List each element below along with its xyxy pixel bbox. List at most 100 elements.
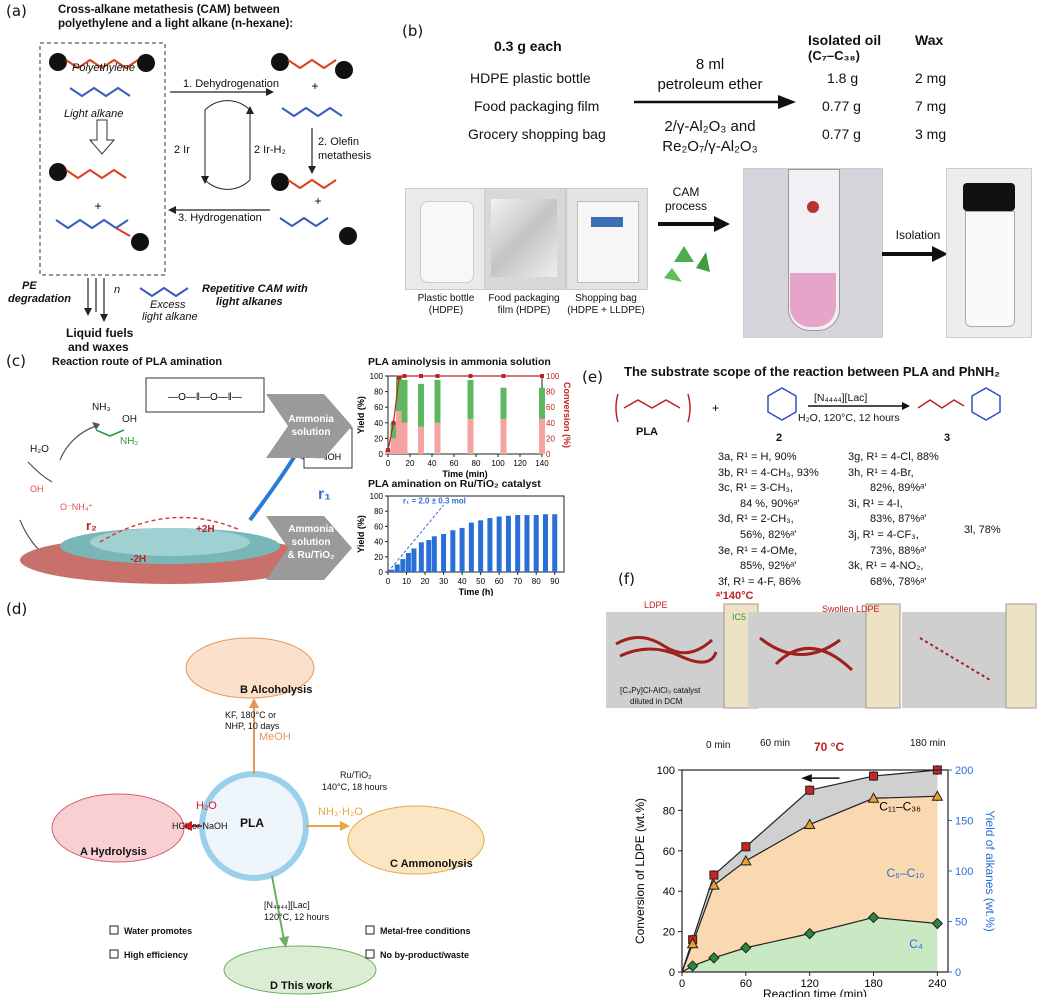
list-item: 84 %, 90%ᵃ'	[740, 497, 800, 510]
wax-3: 3 mg	[915, 126, 947, 142]
bar	[505, 515, 511, 572]
y-tick-label: 40	[663, 886, 675, 898]
vial-photo	[743, 168, 883, 338]
bar	[389, 569, 395, 572]
isolation-label: Isolation	[895, 228, 941, 242]
y-tick-label: 60	[663, 846, 675, 858]
svg-text:NH₂: NH₂	[120, 436, 138, 447]
list-item: 56%, 82%ᵃ'	[740, 528, 797, 541]
bar-segment	[401, 379, 408, 423]
y-axis-label: Yield (%)	[356, 396, 366, 434]
bar-segment	[396, 411, 402, 454]
photo-label-6: (HDPE + LLDPE)	[567, 305, 645, 316]
repetitive-label-2: light alkanes	[216, 296, 283, 308]
y-tick-label: 0	[669, 967, 675, 979]
n-label: n	[114, 284, 121, 296]
conversion-line	[387, 375, 542, 451]
panel-f-label: (f)	[618, 570, 635, 588]
scope-cond-2: H₂O, 120°C, 12 hours	[798, 412, 900, 424]
conversion-point	[540, 374, 544, 378]
ammonia-ru-label: Ammonia	[288, 524, 334, 535]
pla-center-label: PLA	[240, 816, 264, 830]
cam-label-2: process	[664, 199, 708, 213]
list-item: 73%, 88%ᵃ'	[870, 544, 927, 557]
conversion-point	[397, 375, 401, 380]
bar-segment	[418, 426, 424, 454]
ammonolysis-label: C Ammonolysis	[390, 858, 473, 870]
scope-left-list: 3a, R¹ = H, 90% 3b, R¹ = 4-CH₃, 93% 3c, …	[718, 450, 819, 590]
bar-segment	[467, 379, 474, 419]
cam-label: CAM	[672, 185, 700, 199]
temp-label: 70 °C	[814, 740, 845, 754]
y-tick-label: 20	[374, 434, 383, 443]
footnote-label: ᵃ'140°C	[716, 590, 754, 602]
liquid-label: Liquid fuels	[66, 326, 134, 340]
list-item: 3a, R¹ = H, 90%	[718, 451, 797, 463]
feature-efficiency: High efficiency	[124, 950, 189, 960]
step3-label: 3. Hydrogenation	[178, 212, 262, 224]
y-tick-label: 40	[374, 419, 383, 428]
x-tick-label: 120	[513, 459, 527, 468]
conversion-point	[386, 448, 390, 453]
bar-segment	[434, 422, 441, 454]
cond-b-2: NHP, 10 days	[225, 721, 280, 731]
x-tick-label: 0	[386, 577, 391, 586]
bar	[468, 522, 474, 572]
cond-c-1: Ru/TiO₂	[340, 770, 372, 780]
bar	[478, 520, 484, 572]
list-item: 3j, R¹ = 4-CF₃,	[848, 528, 919, 541]
y-tick-label: 20	[374, 553, 383, 562]
ammonia-solution-label: Ammonia	[288, 414, 334, 425]
panel-c-label: (c)	[6, 352, 26, 370]
bar-segment	[418, 383, 424, 427]
bar	[542, 514, 548, 572]
item-bag: Grocery shopping bag	[468, 126, 606, 142]
col-oil: Isolated oil	[808, 32, 882, 48]
bar-segment	[390, 438, 397, 454]
y-tick-label: 80	[374, 388, 383, 397]
y2-tick-label: 60	[546, 403, 555, 412]
bar-segment	[401, 422, 408, 454]
arrow-bottom-2: Re₂O₇/γ-Al₂O₃	[662, 138, 758, 155]
route-title: Reaction route of PLA amination	[52, 356, 223, 368]
y-tick-label: 0	[379, 568, 384, 577]
bar-segment	[434, 379, 441, 423]
conversion-point	[501, 374, 506, 378]
feature-water: Water promotes	[124, 926, 193, 936]
x-tick-label: 90	[550, 577, 559, 586]
meoh-label: MeOH	[259, 731, 291, 743]
bar-segment	[467, 418, 474, 454]
list-item: 68%, 78%ᵃ'	[870, 575, 927, 588]
x-tick-label: 30	[439, 577, 448, 586]
plot-frame	[387, 375, 543, 455]
panel-a-title-line2: polyethylene and a light alkane (n-hexan…	[58, 18, 294, 30]
y-tick-label: 100	[370, 492, 384, 501]
step2b-label: metathesis	[318, 150, 372, 162]
bar	[487, 518, 493, 572]
cond-d-2: 120°C, 12 hours	[264, 912, 330, 922]
bar-segment	[500, 387, 507, 419]
data-point	[686, 937, 699, 949]
light-alkane-label: Light alkane	[64, 108, 124, 120]
x-tick-label: 0	[679, 978, 685, 990]
ammonia-ru-label-3: & Ru/TiO₂	[287, 550, 335, 561]
bar	[441, 534, 447, 572]
alcoholysis-label: B Alcoholysis	[240, 684, 313, 696]
recycle-icon	[664, 246, 710, 282]
arrow-top-2: petroleum ether	[657, 76, 763, 93]
pe-label: PE	[22, 280, 37, 292]
svg-text:+: +	[311, 79, 318, 93]
y-tick-label: 80	[374, 507, 383, 516]
y-axis-label: Conversion of LDPE (wt.%)	[633, 798, 647, 944]
excess-label: Excess	[150, 299, 186, 311]
nh3h2o-label: NH₃·H₂O	[318, 806, 363, 818]
series-label-c11: C₁₁–C₃₆	[879, 799, 921, 813]
minus-2h-label: -2H	[130, 554, 147, 565]
compound-3-label: 3	[944, 432, 951, 444]
cond-b-1: KF, 180°C or	[225, 710, 277, 720]
panel-a-title-line1: Cross-alkane metathesis (CAM) between	[58, 4, 280, 16]
series-label-c6: C₆–C₁₀	[887, 866, 925, 880]
list-item: 82%, 89%ᵃ'	[870, 482, 927, 495]
chart1-title: PLA aminolysis in ammonia solution	[368, 356, 551, 368]
